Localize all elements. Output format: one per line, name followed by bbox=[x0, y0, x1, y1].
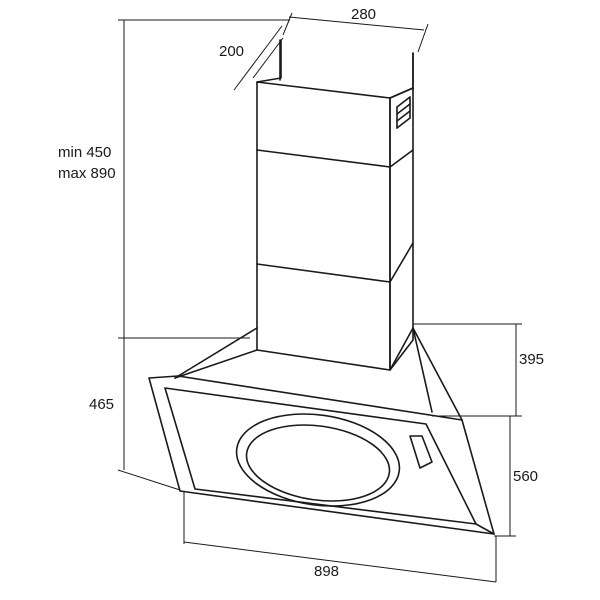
dim-label-898: 898 bbox=[314, 563, 339, 580]
dim-label-560: 560 bbox=[513, 468, 538, 485]
chimney-front-face bbox=[257, 82, 390, 370]
dim-label-max-890: max 890 bbox=[58, 165, 116, 182]
grease-filter-outer bbox=[231, 404, 406, 516]
chimney-side-face bbox=[390, 88, 413, 370]
chimney bbox=[257, 40, 413, 370]
canopy-back-base bbox=[175, 350, 257, 378]
chimney-top-right bbox=[390, 53, 413, 98]
canopy-right-side bbox=[413, 328, 462, 420]
vent-slots bbox=[397, 97, 410, 128]
canopy-top-left bbox=[175, 328, 257, 378]
dim-label-465: 465 bbox=[89, 396, 114, 413]
canopy-top-right bbox=[390, 328, 432, 412]
dim-label-min-450: min 450 bbox=[58, 144, 111, 161]
dim-label-280: 280 bbox=[351, 6, 376, 23]
dimension-lines bbox=[118, 13, 522, 582]
dim-label-395: 395 bbox=[519, 351, 544, 368]
control-panel bbox=[410, 436, 432, 468]
dim-label-200: 200 bbox=[219, 43, 244, 60]
